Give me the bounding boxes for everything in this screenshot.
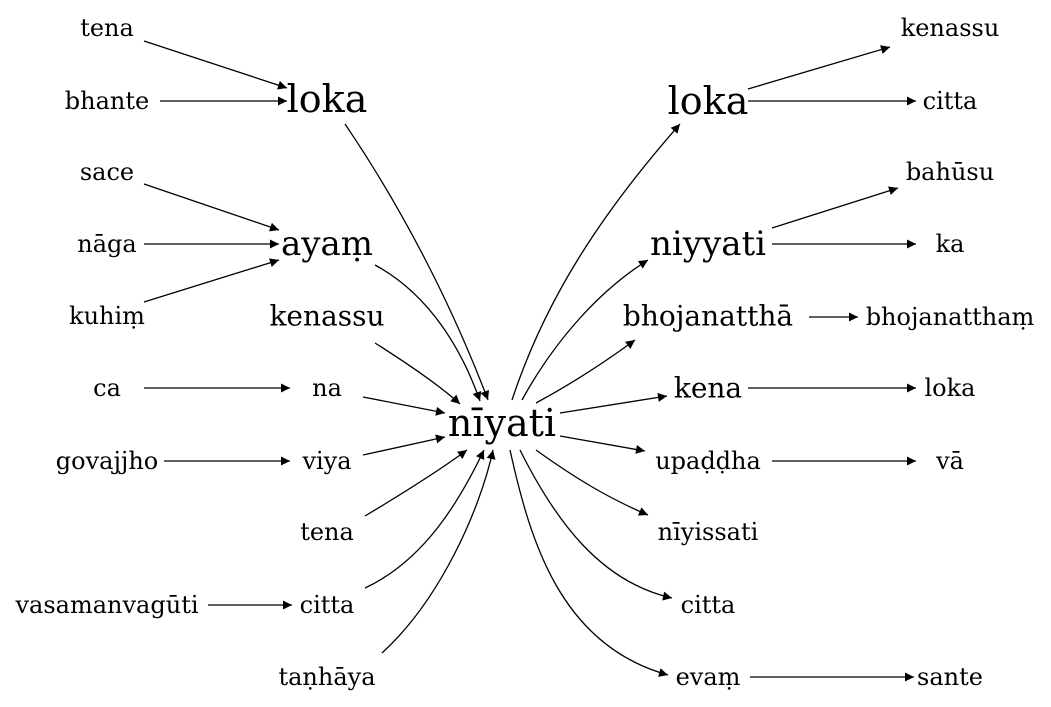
node-right-inner-2: bhojanatthā xyxy=(623,300,793,333)
edge-tena-loka xyxy=(143,40,288,90)
node-left-outer-4: kuhiṃ xyxy=(69,302,145,330)
node-right-outer-2: bahūsu xyxy=(906,158,994,186)
node-left-inner-2: kenassu xyxy=(269,300,384,333)
edge-tanhaya-niyati xyxy=(381,449,496,654)
edge-citta-niyati xyxy=(364,449,485,589)
edge-na-niyati xyxy=(362,396,446,416)
node-right-outer-7: sante xyxy=(917,663,983,691)
node-left-inner-7: taṇhāya xyxy=(278,663,375,691)
node-right-inner-1: niyyati xyxy=(650,224,766,264)
node-right-inner-0: loka xyxy=(668,79,749,123)
node-right-outer-0: kenassu xyxy=(901,14,1000,42)
edge-niyyati-bahusu xyxy=(771,186,899,229)
edge-sace-ayam xyxy=(143,183,280,232)
node-right-inner-7: evaṃ xyxy=(676,663,741,691)
edge-tena2-niyati xyxy=(364,449,468,517)
edge-viya-niyati xyxy=(362,434,446,456)
node-left-outer-1: bhante xyxy=(65,87,149,115)
edge-loka-kenassu xyxy=(747,45,891,90)
edge-niyati-loka xyxy=(511,123,681,401)
nodes: nīyati loka ayaṃ kenassu na viya tena ci… xyxy=(14,14,1034,691)
node-left-inner-5: tena xyxy=(300,518,354,546)
node-right-inner-4: upaḍḍha xyxy=(655,447,761,475)
edge-niyati-bhojanattha xyxy=(535,339,636,404)
edge-niyati-upaddha xyxy=(559,435,646,454)
edge-ayam-niyati xyxy=(374,264,482,402)
node-left-outer-0: tena xyxy=(80,14,134,42)
node-right-outer-3: ka xyxy=(936,230,965,258)
edge-kuhim-ayam xyxy=(143,258,280,303)
node-right-inner-6: citta xyxy=(681,591,736,619)
node-left-outer-7: vasamanvagūti xyxy=(14,591,198,619)
node-left-inner-3: na xyxy=(312,374,342,402)
edge-niyati-citta xyxy=(519,449,673,601)
node-left-inner-4: viya xyxy=(301,447,351,475)
edge-niyati-niyyati xyxy=(521,259,649,401)
node-left-inner-6: citta xyxy=(300,591,355,619)
edge-kenassu-niyati xyxy=(374,342,461,405)
edge-niyati-evam xyxy=(509,449,669,677)
edge-niyati-kena xyxy=(559,392,668,414)
node-right-inner-5: nīyissati xyxy=(658,518,759,546)
node-left-outer-5: ca xyxy=(93,374,121,402)
node-left-outer-6: govajjho xyxy=(56,447,158,475)
edges xyxy=(143,40,916,682)
node-left-outer-3: nāga xyxy=(77,230,136,258)
edge-niyati-niyissati xyxy=(535,449,649,516)
node-left-inner-0: loka xyxy=(287,77,368,121)
node-left-inner-1: ayaṃ xyxy=(281,224,373,264)
node-right-outer-1: citta xyxy=(923,87,978,115)
node-right-inner-3: kena xyxy=(674,372,742,405)
edge-loka-niyati xyxy=(344,123,490,401)
node-right-outer-6: vā xyxy=(935,447,964,475)
node-right-outer-4: bhojanatthaṃ xyxy=(866,303,1035,331)
node-right-outer-5: loka xyxy=(925,374,976,402)
node-center: nīyati xyxy=(448,401,556,445)
node-left-outer-2: sace xyxy=(80,158,134,186)
